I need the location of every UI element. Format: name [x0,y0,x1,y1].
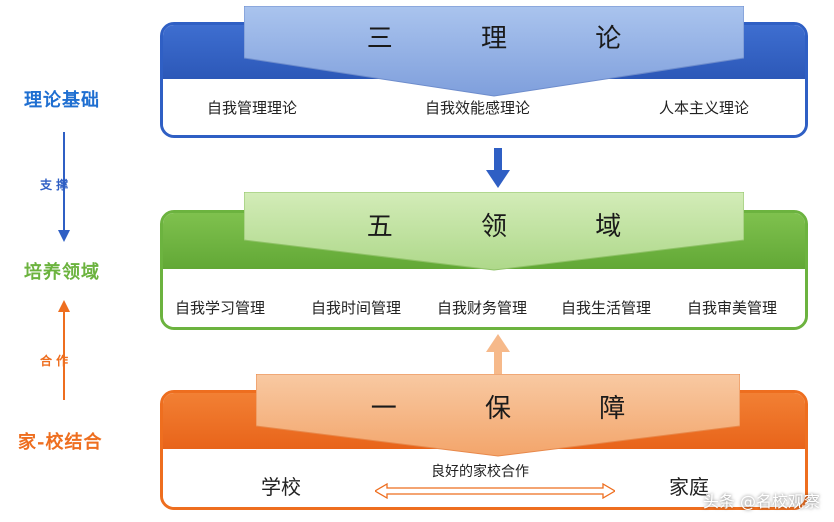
cooperation-caption: 良好的家校合作 [431,464,529,480]
domain-title: 五 领 域 [366,212,662,242]
theory-basis-label: 理论基础 [24,90,100,111]
domain-item: 自我生活管理 [561,299,652,317]
school-label: 学校 [261,475,301,499]
domain-item: 自我审美管理 [687,299,778,317]
guarantee-title: 一 保 障 [370,394,666,424]
domain-body [163,269,805,327]
theory-item: 自我管理理论 [207,99,298,117]
theory-item: 人本主义理论 [659,99,750,117]
theory-banner: 三 理 论 [244,6,744,98]
theory-to-domain-arrow [486,148,510,188]
domain-banner: 五 领 域 [244,192,744,272]
guarantee-to-domain-arrow [486,334,510,374]
theory-item: 自我效能感理论 [425,99,531,117]
theory-title: 三 理 论 [366,24,662,54]
cultivation-domain-label: 培养领域 [24,262,100,283]
home-school-label: 家-校结合 [18,432,103,453]
cooperation-label: 合 作 [40,354,69,368]
double-arrow [375,483,615,499]
support-label: 支 撑 [40,178,69,192]
guarantee-banner: 一 保 障 [256,374,740,458]
domain-item: 自我时间管理 [311,299,402,317]
watermark: 头条 @名校观察 [702,492,820,511]
guarantee-body [163,449,805,507]
support-arrow [58,132,70,242]
cooperation-arrow [58,300,70,400]
domain-item: 自我学习管理 [175,299,266,317]
domain-item: 自我财务管理 [437,299,528,317]
home-label: 家庭 [669,475,709,499]
